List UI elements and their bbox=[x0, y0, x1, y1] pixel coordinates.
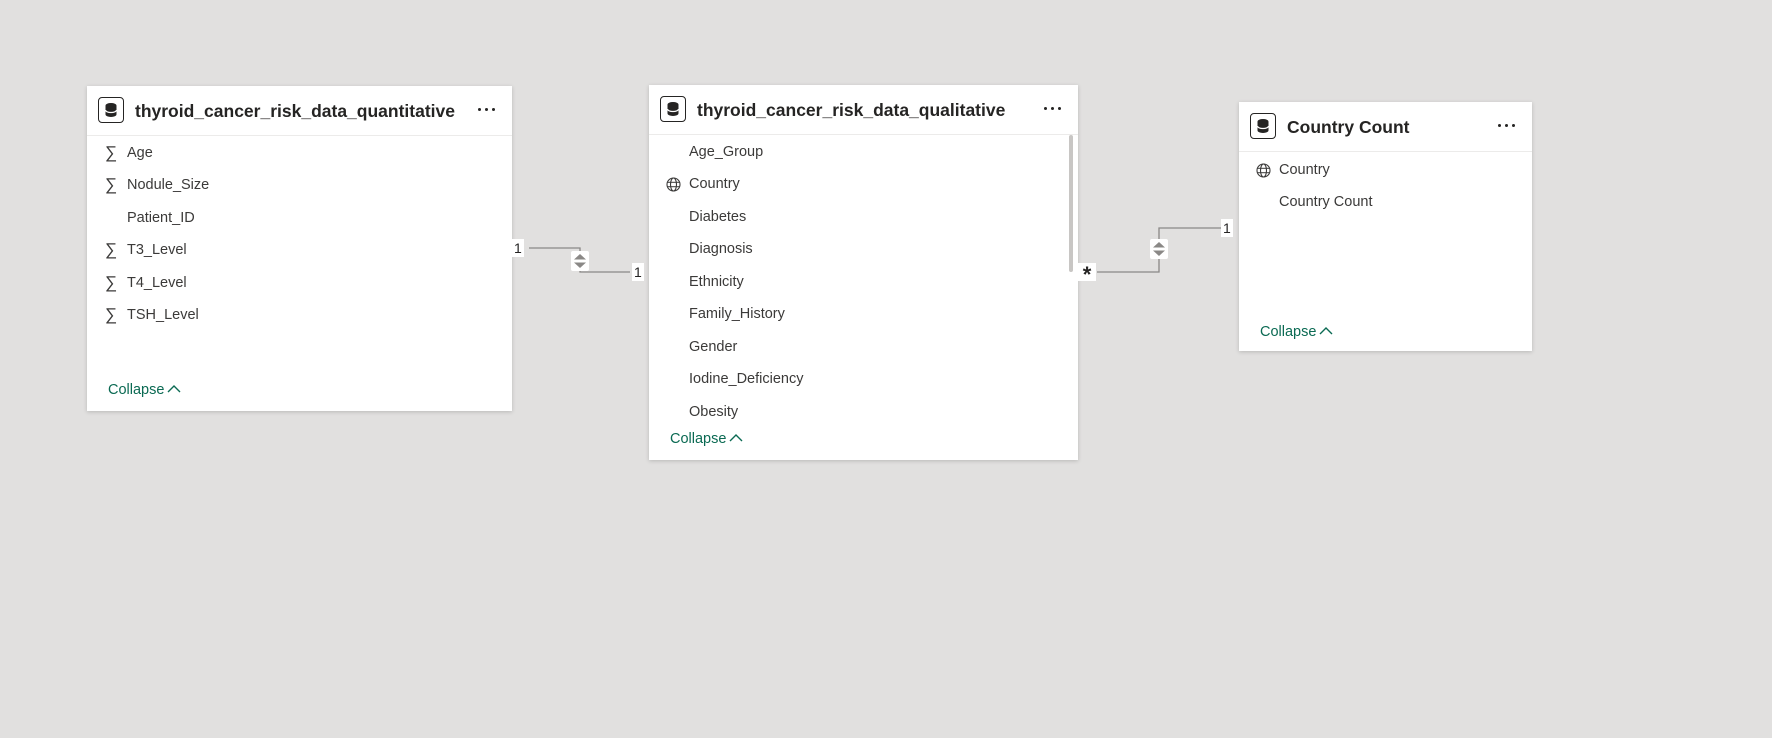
cardinality-label-one: 1 bbox=[512, 239, 524, 257]
field-country[interactable]: Country bbox=[1239, 157, 1532, 185]
field-iodine-deficiency[interactable]: Iodine_Deficiency bbox=[649, 366, 1078, 394]
field-patient-id[interactable]: Patient_ID bbox=[87, 205, 512, 233]
cross-filter-both-icon[interactable] bbox=[571, 251, 589, 271]
field-label: T3_Level bbox=[127, 242, 187, 258]
field-label: Patient_ID bbox=[127, 210, 195, 226]
table-card-country-count[interactable]: Country Count Country Country Count Coll… bbox=[1239, 102, 1532, 351]
collapse-label: Collapse bbox=[670, 431, 727, 447]
field-label: Country bbox=[1279, 162, 1330, 178]
more-options-button[interactable] bbox=[1496, 114, 1518, 136]
collapse-label: Collapse bbox=[1260, 324, 1317, 340]
field-label: Country Count bbox=[1279, 194, 1373, 210]
table-title: Country Count bbox=[1287, 117, 1410, 137]
field-nodule-size[interactable]: ∑ Nodule_Size bbox=[87, 172, 512, 200]
database-table-icon bbox=[1250, 113, 1276, 139]
field-label: Gender bbox=[689, 339, 738, 355]
table-title: thyroid_cancer_risk_data_quantitative bbox=[135, 101, 455, 121]
field-list: Age_Group Country Diabetes Diagnosis Eth… bbox=[649, 135, 1078, 426]
field-label: Country bbox=[689, 176, 740, 192]
field-family-history[interactable]: Family_History bbox=[649, 301, 1078, 329]
chevron-up-icon bbox=[167, 384, 181, 393]
field-label: Ethnicity bbox=[689, 274, 744, 290]
table-card-header: Country Count bbox=[1239, 102, 1532, 152]
sigma-icon: ∑ bbox=[104, 305, 118, 324]
field-t4-level[interactable]: ∑ T4_Level bbox=[87, 270, 512, 298]
field-obesity[interactable]: Obesity bbox=[649, 399, 1078, 426]
more-options-button[interactable] bbox=[1042, 97, 1064, 119]
table-card-header: thyroid_cancer_risk_data_quantitative bbox=[87, 86, 512, 136]
field-t3-level[interactable]: ∑ T3_Level bbox=[87, 237, 512, 265]
collapse-link[interactable]: Collapse bbox=[108, 382, 181, 398]
sigma-icon: ∑ bbox=[104, 175, 118, 194]
table-title: thyroid_cancer_risk_data_qualitative bbox=[697, 100, 1006, 120]
field-country[interactable]: Country bbox=[649, 171, 1078, 199]
database-table-icon bbox=[660, 96, 686, 122]
field-list: Country Country Count bbox=[1239, 152, 1532, 252]
collapse-link[interactable]: Collapse bbox=[1260, 324, 1333, 340]
field-country-count[interactable]: Country Count bbox=[1239, 189, 1532, 217]
chevron-up-icon bbox=[729, 433, 743, 442]
field-ethnicity[interactable]: Ethnicity bbox=[649, 269, 1078, 297]
field-label: Age bbox=[127, 145, 153, 161]
collapse-label: Collapse bbox=[108, 382, 165, 398]
sigma-icon: ∑ bbox=[104, 240, 118, 259]
field-label: Nodule_Size bbox=[127, 177, 210, 193]
field-diabetes[interactable]: Diabetes bbox=[649, 204, 1078, 232]
field-label: Family_History bbox=[689, 306, 785, 322]
field-age-group[interactable]: Age_Group bbox=[649, 139, 1078, 167]
globe-icon bbox=[665, 175, 681, 193]
cardinality-label-many: * bbox=[1078, 263, 1096, 287]
field-label: Obesity bbox=[689, 404, 739, 420]
field-list-scrollbar[interactable] bbox=[1069, 135, 1073, 272]
globe-icon bbox=[1255, 161, 1271, 179]
field-gender[interactable]: Gender bbox=[649, 334, 1078, 362]
field-label: Iodine_Deficiency bbox=[689, 371, 804, 387]
sigma-icon: ∑ bbox=[104, 273, 118, 292]
more-options-button[interactable] bbox=[476, 98, 498, 120]
cardinality-label-one: 1 bbox=[1221, 219, 1233, 237]
cross-filter-both-icon[interactable] bbox=[1150, 239, 1168, 259]
cardinality-label-one: 1 bbox=[632, 263, 644, 281]
field-diagnosis[interactable]: Diagnosis bbox=[649, 236, 1078, 264]
field-label: Diabetes bbox=[689, 209, 747, 225]
field-label: T4_Level bbox=[127, 275, 187, 291]
field-list: ∑ Age ∑ Nodule_Size Patient_ID ∑ T3_Leve… bbox=[87, 136, 512, 366]
field-label: Diagnosis bbox=[689, 241, 753, 257]
table-card-qualitative[interactable]: thyroid_cancer_risk_data_qualitative Age… bbox=[649, 85, 1078, 460]
field-label: TSH_Level bbox=[127, 307, 199, 323]
sigma-icon: ∑ bbox=[104, 143, 118, 162]
field-age[interactable]: ∑ Age bbox=[87, 140, 512, 168]
table-card-quantitative[interactable]: thyroid_cancer_risk_data_quantitative ∑ … bbox=[87, 86, 512, 411]
field-tsh-level[interactable]: ∑ TSH_Level bbox=[87, 302, 512, 330]
field-label: Age_Group bbox=[689, 144, 764, 160]
chevron-up-icon bbox=[1319, 326, 1333, 335]
table-card-header: thyroid_cancer_risk_data_qualitative bbox=[649, 85, 1078, 135]
collapse-link[interactable]: Collapse bbox=[670, 431, 743, 447]
database-table-icon bbox=[98, 97, 124, 123]
